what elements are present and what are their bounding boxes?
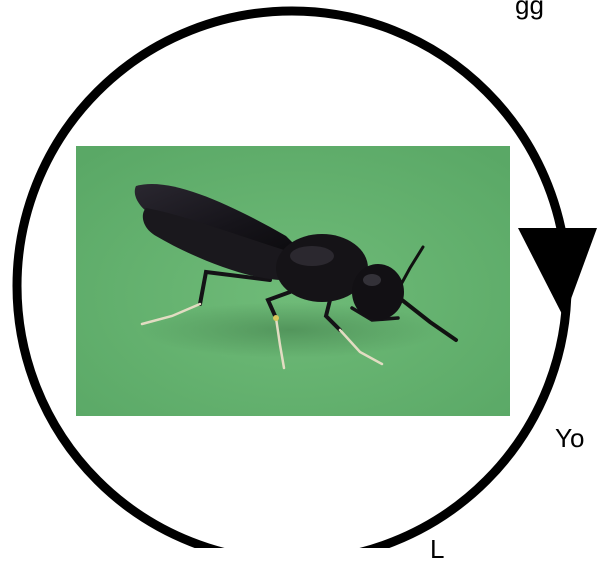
cycle-direction-arrow [518, 228, 597, 318]
fly-eye-highlight [363, 274, 381, 286]
life-stage-label-right: Yo [555, 425, 584, 451]
fly-leg-joint [273, 315, 279, 321]
fly-photo [76, 146, 510, 416]
life-stage-label-top: gg [515, 0, 544, 18]
life-stage-label-bottom: L [430, 536, 444, 562]
fly-thorax-highlight [290, 246, 334, 266]
fly-head [352, 264, 404, 320]
life-cycle-diagram [0, 0, 597, 548]
